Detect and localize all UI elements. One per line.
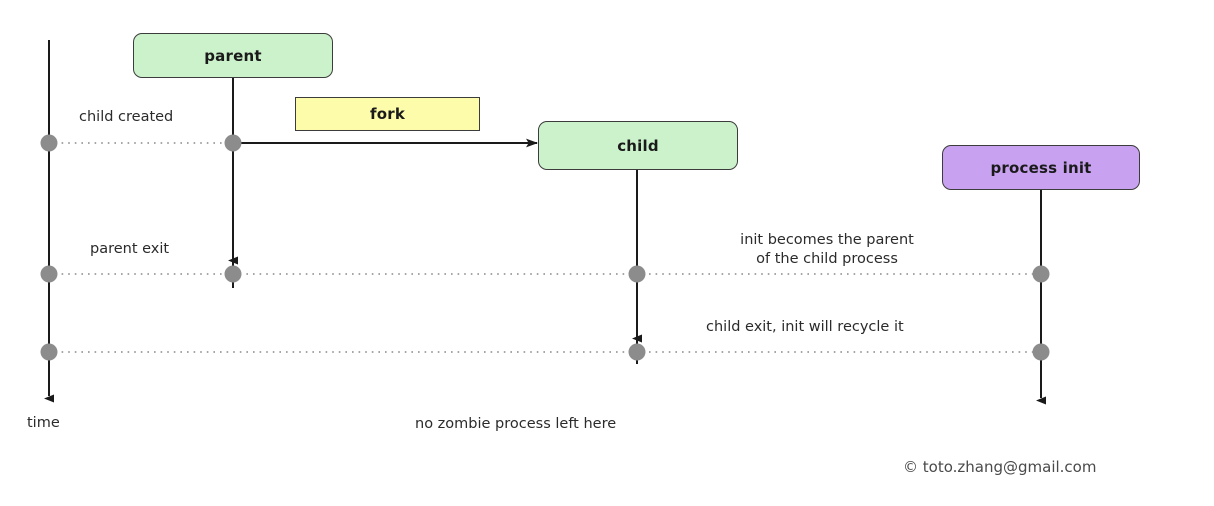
- event-dot-time-child-created: [40, 134, 58, 152]
- no-zombie-process-label: no zombie process left here: [415, 416, 617, 432]
- event-dot-init-child-exit: [1032, 343, 1050, 361]
- node-child-label: child: [617, 136, 659, 155]
- node-parent-label: parent: [204, 46, 262, 65]
- node-parent[interactable]: parent: [133, 33, 333, 78]
- node-process-init-label: process init: [990, 158, 1092, 177]
- event-dot-parent-parent-exit: [224, 265, 242, 283]
- node-fork[interactable]: fork: [295, 97, 480, 131]
- parent-exit-label: parent exit: [90, 241, 170, 257]
- node-process-init[interactable]: process init: [942, 145, 1140, 190]
- event-dot-time-parent-exit: [40, 265, 58, 283]
- event-dot-child-parent-exit: [628, 265, 646, 283]
- time-axis-label: time: [27, 415, 60, 431]
- node-fork-label: fork: [369, 105, 405, 123]
- node-child[interactable]: child: [538, 121, 738, 170]
- init-becomes-parent-label: init becomes the parent of the child pro…: [740, 232, 914, 267]
- event-dot-parent-child-created: [224, 134, 242, 152]
- copyright-notice: © toto.zhang@gmail.com: [903, 458, 1097, 476]
- child-created-label: child created: [79, 109, 174, 125]
- event-dot-child-child-exit: [628, 343, 646, 361]
- child-exit-label: child exit, init will recycle it: [706, 319, 904, 335]
- event-dot-time-child-exit: [40, 343, 58, 361]
- event-dot-init-parent-exit: [1032, 265, 1050, 283]
